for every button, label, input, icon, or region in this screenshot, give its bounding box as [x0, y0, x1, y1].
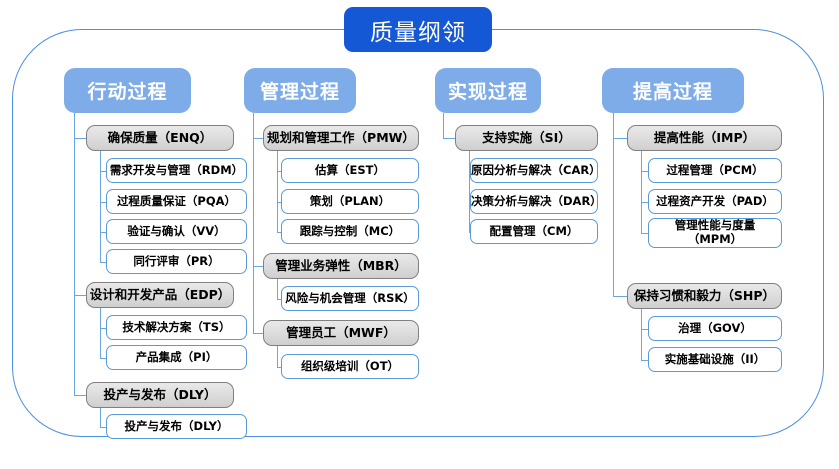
group-branch-line — [469, 151, 471, 232]
column-header-1[interactable]: 行动过程 — [64, 68, 191, 113]
parent-stub-line — [74, 138, 86, 140]
column-trunk-line — [613, 113, 615, 296]
process-item-node[interactable]: 治理（GOV） — [648, 316, 782, 341]
process-group-node[interactable]: 设计和开发产品（EDP） — [86, 282, 234, 308]
process-item-node[interactable]: 实施基础设施（II） — [648, 347, 782, 372]
child-stub-line — [100, 201, 106, 203]
column-header-4[interactable]: 提高过程 — [602, 68, 744, 113]
column-trunk-line — [74, 113, 76, 395]
parent-stub-line — [613, 296, 627, 298]
group-branch-line — [277, 151, 279, 232]
process-item-node[interactable]: 配置管理（CM） — [470, 219, 598, 244]
child-stub-line — [100, 357, 106, 359]
child-stub-line — [641, 233, 648, 235]
process-item-node[interactable]: 验证与确认（VV） — [106, 219, 247, 244]
group-branch-line — [277, 279, 279, 299]
process-item-node[interactable]: 同行评审（PR） — [106, 249, 247, 274]
child-stub-line — [641, 328, 648, 330]
column-trunk-line — [253, 113, 255, 333]
process-group-node[interactable]: 确保质量（ENQ） — [86, 125, 234, 151]
process-group-node[interactable]: 管理业务弹性（MBR） — [263, 253, 419, 279]
process-group-node[interactable]: 支持实施（SI） — [455, 125, 598, 151]
child-stub-line — [277, 231, 281, 233]
column-trunk-line — [443, 113, 445, 138]
child-stub-line — [469, 231, 470, 233]
child-stub-line — [641, 201, 648, 203]
child-stub-line — [277, 298, 281, 300]
process-item-node[interactable]: 需求开发与管理（RDM） — [106, 158, 247, 183]
parent-stub-line — [74, 395, 86, 397]
child-stub-line — [277, 170, 281, 172]
parent-stub-line — [74, 295, 86, 297]
group-branch-line — [641, 151, 643, 233]
process-group-node[interactable]: 投产与发布（DLY） — [86, 382, 234, 408]
child-stub-line — [469, 201, 470, 203]
child-stub-line — [469, 170, 470, 172]
group-branch-line — [100, 308, 102, 358]
child-stub-line — [100, 261, 106, 263]
child-stub-line — [641, 359, 648, 361]
process-group-node[interactable]: 保持习惯和毅力（SHP） — [627, 283, 782, 309]
process-group-node[interactable]: 管理员工（MWF） — [263, 320, 419, 346]
group-branch-line — [100, 151, 102, 262]
child-stub-line — [100, 327, 106, 329]
parent-stub-line — [443, 138, 455, 140]
child-stub-line — [277, 366, 281, 368]
child-stub-line — [641, 170, 648, 172]
process-item-node[interactable]: 过程管理（PCM） — [648, 158, 782, 183]
process-item-node[interactable]: 组织级培训（OT） — [281, 354, 419, 379]
process-item-node[interactable]: 技术解决方案（TS） — [106, 315, 247, 340]
process-item-node[interactable]: 策划（PLAN） — [281, 189, 419, 214]
parent-stub-line — [253, 138, 263, 140]
child-stub-line — [100, 170, 106, 172]
process-item-node[interactable]: 过程质量保证（PQA） — [106, 189, 247, 214]
process-item-node[interactable]: 过程资产开发（PAD） — [648, 189, 782, 214]
process-item-node[interactable]: 跟踪与控制（MC） — [281, 219, 419, 244]
diagram-title: 质量纲领 — [344, 7, 492, 52]
process-item-node[interactable]: 估算（EST） — [281, 158, 419, 183]
process-item-node[interactable]: 原因分析与解决（CAR） — [470, 158, 601, 183]
process-item-node[interactable]: 投产与发布（DLY） — [106, 414, 247, 439]
process-group-node[interactable]: 规划和管理工作（PMW） — [263, 125, 419, 151]
process-group-node[interactable]: 提高性能（IMP） — [627, 125, 782, 151]
process-item-node[interactable]: 风险与机会管理（RSK） — [281, 286, 419, 311]
parent-stub-line — [613, 138, 627, 140]
process-item-node[interactable]: 产品集成（PI） — [106, 345, 247, 370]
parent-stub-line — [253, 333, 263, 335]
child-stub-line — [100, 231, 106, 233]
column-header-2[interactable]: 管理过程 — [244, 68, 356, 113]
parent-stub-line — [253, 266, 263, 268]
child-stub-line — [277, 201, 281, 203]
process-item-node[interactable]: 管理性能与度量（MPM） — [648, 218, 782, 248]
process-item-node[interactable]: 决策分析与解决（DAR） — [470, 189, 602, 214]
child-stub-line — [100, 426, 106, 428]
group-branch-line — [641, 309, 643, 360]
column-header-3[interactable]: 实现过程 — [435, 68, 541, 113]
group-branch-line — [277, 346, 279, 367]
group-branch-line — [100, 408, 102, 427]
